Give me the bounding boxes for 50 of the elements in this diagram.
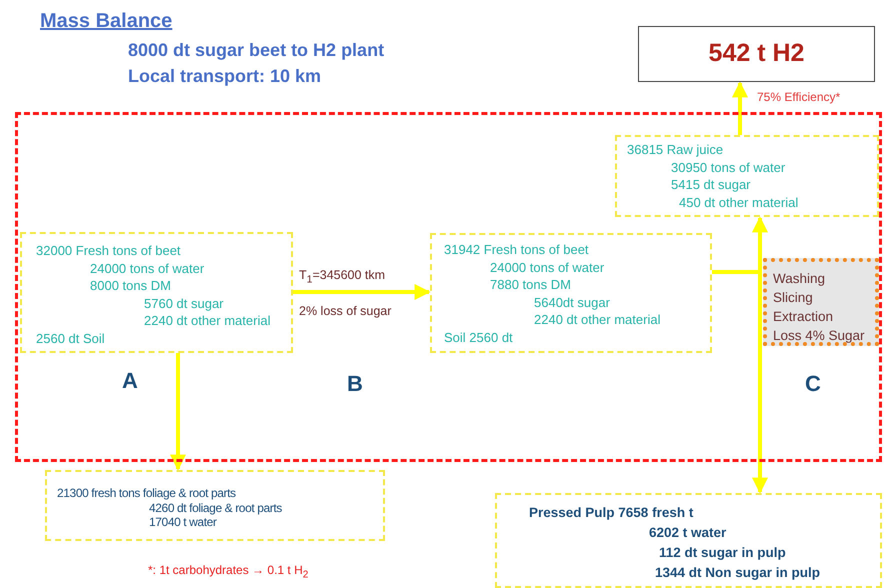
mass-box (615, 135, 879, 217)
node-text: 2560 dt Soil (36, 330, 105, 348)
node-text: Slicing (773, 289, 813, 307)
process-box (763, 258, 879, 346)
node-text: 7880 tons DM (489, 276, 571, 294)
node-text: 24000 tons of water (489, 258, 604, 276)
mass-box (430, 233, 712, 353)
node-text: 5415 dt sugar (670, 176, 751, 194)
node-text: 112 dt sugar in pulp (658, 544, 786, 562)
mass-box (20, 232, 293, 353)
note-text: 8000 dt sugar beet to H2 plant (128, 40, 384, 61)
node-text: 30950 tons of water (670, 158, 786, 176)
node-text: Washing (773, 270, 826, 288)
node-text: 6202 t water (648, 524, 726, 542)
node-text: 5640dt sugar (533, 294, 610, 312)
edge-label: T$_{1}$=345600 tkm (299, 268, 386, 286)
node-text: 450 dt other material (678, 194, 798, 212)
node-text: Soil 2560 dt (444, 328, 513, 347)
node-text: 5760 dt sugar (143, 294, 224, 312)
dashed-region (15, 112, 882, 462)
section-letter: B (347, 371, 363, 397)
node-text: 2240 dt other material (533, 311, 660, 329)
title: Mass Balance (40, 10, 172, 33)
node-text: 32000 Fresh tons of beet (36, 242, 181, 260)
mass-box (495, 493, 882, 588)
footnote: *: 1t carbohydrates → 0.1 t H$_{2}$ (148, 563, 308, 580)
node-text: Pressed Pulp 7658 fresh t (529, 504, 694, 522)
node-text: 542 t H2 (708, 38, 806, 69)
section-letter: A (122, 368, 138, 394)
node-text: 1344 dt Non sugar in pulp (654, 564, 820, 582)
section-letter: C (805, 371, 821, 397)
node-text: 24000 tons of water (89, 260, 204, 278)
node-text: 17040 t water (148, 515, 217, 530)
node-text: 2240 dt other material (143, 312, 270, 330)
arrow (712, 270, 768, 494)
arrow (293, 284, 431, 300)
node-text: Loss 4% Sugar (773, 327, 865, 345)
node-text: 8000 tons DM (89, 277, 171, 295)
arrow (170, 353, 186, 471)
node-text: 36815 Raw juice (627, 141, 724, 159)
node-text: Extraction (773, 308, 834, 326)
node-text: 21300 fresh tons foliage & root parts (57, 486, 236, 500)
note-text: 2% loss of sugar (299, 304, 392, 318)
node-text: 31942 Fresh tons of beet (444, 241, 589, 259)
mass-box (45, 470, 385, 541)
node-text: 4260 dt foliage & root parts (148, 500, 282, 515)
note-text: Local transport: 10 km (128, 66, 322, 87)
node-caption: 75% Efficiency* (757, 90, 840, 104)
arrow (732, 81, 748, 135)
result-box (638, 26, 875, 82)
